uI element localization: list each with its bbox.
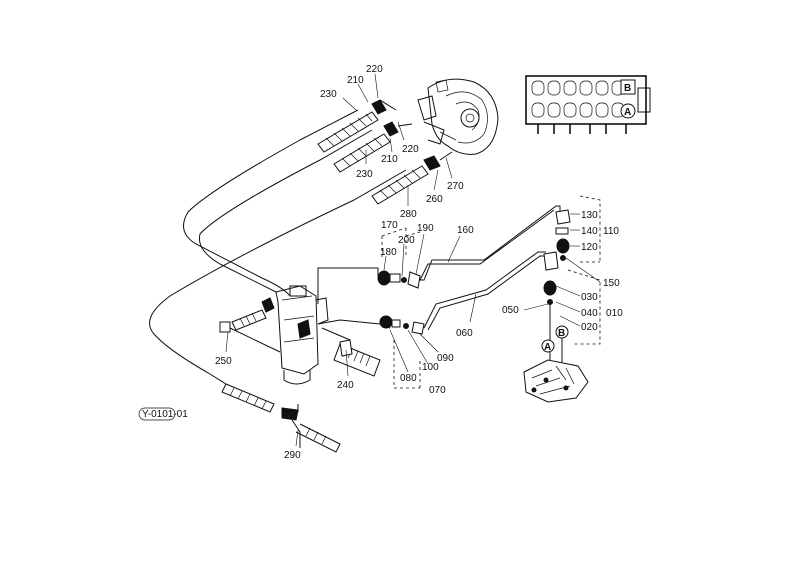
label-130: 130 (581, 210, 598, 221)
cable-end-230-lower (333, 121, 413, 173)
hose-to-240 (321, 327, 351, 341)
marker-b-label: B (558, 328, 565, 339)
control-valve-block: B A (525, 75, 651, 134)
pipe-060 (423, 251, 546, 331)
cable-end-230-upper (317, 99, 397, 153)
label-210-lower: 210 (381, 154, 398, 165)
label-190: 190 (417, 223, 434, 234)
valve-marker-b: B (624, 83, 631, 94)
control-cables (149, 109, 407, 385)
label-180: 180 (380, 247, 397, 258)
marker-a-ring (541, 339, 555, 353)
label-080: 080 (400, 373, 417, 384)
fitting-group-010 (543, 251, 559, 360)
label-120: 120 (581, 242, 598, 253)
label-030: 030 (581, 292, 598, 303)
label-230-upper: 230 (320, 89, 337, 100)
label-230-lower: 230 (356, 169, 373, 180)
steering-valve-unit (275, 285, 329, 385)
pump-housing (417, 78, 499, 155)
label-110: 110 (603, 226, 619, 237)
label-010: 010 (606, 308, 623, 319)
pipe-160 (317, 205, 561, 304)
cable-end-280 (371, 151, 453, 205)
label-060: 060 (456, 328, 473, 339)
valve-marker-a-ring (620, 103, 636, 119)
valve-spool-ends (537, 124, 627, 134)
label-160: 160 (457, 225, 474, 236)
label-090: 090 (437, 353, 454, 364)
part-labels: 230 210 220 210 220 230 270 260 280 170 … (215, 64, 623, 461)
group-brackets (381, 195, 601, 389)
reference-code-text: Y-0101-01 (142, 409, 188, 420)
label-100: 100 (422, 362, 439, 373)
fitting-group-080 (379, 315, 425, 335)
label-280: 280 (400, 209, 417, 220)
label-070: 070 (429, 385, 446, 396)
label-220-upper: 220 (366, 64, 383, 75)
label-050: 050 (502, 305, 519, 316)
reference-code: Y-0101-01 (138, 407, 188, 421)
label-240: 240 (337, 380, 354, 391)
marker-a-label: A (544, 342, 551, 353)
label-290: 290 (284, 450, 301, 461)
valve-marker-a: A (624, 107, 631, 118)
label-020: 020 (581, 322, 598, 333)
label-040: 040 (581, 308, 598, 319)
label-140: 140 (581, 226, 598, 237)
valve-ports (531, 80, 625, 118)
label-260: 260 (426, 194, 443, 205)
label-170: 170 (381, 220, 398, 231)
label-250: 250 (215, 356, 232, 367)
lower-valve-cluster (523, 359, 589, 403)
valve-marker-b-box (620, 79, 636, 95)
fitting-group-110 (555, 209, 571, 261)
cylinder-240 (333, 339, 381, 377)
cable-end-290 (221, 383, 341, 453)
label-270: 270 (447, 181, 464, 192)
callout-lines (225, 73, 601, 447)
fitting-group-180 (377, 270, 421, 289)
pipe-steering-lower (317, 319, 391, 329)
label-150: 150 (603, 278, 620, 289)
label-210-upper: 210 (347, 75, 364, 86)
fitting-250 (219, 297, 281, 353)
label-200: 200 (398, 235, 415, 246)
label-220-lower: 220 (402, 144, 419, 155)
